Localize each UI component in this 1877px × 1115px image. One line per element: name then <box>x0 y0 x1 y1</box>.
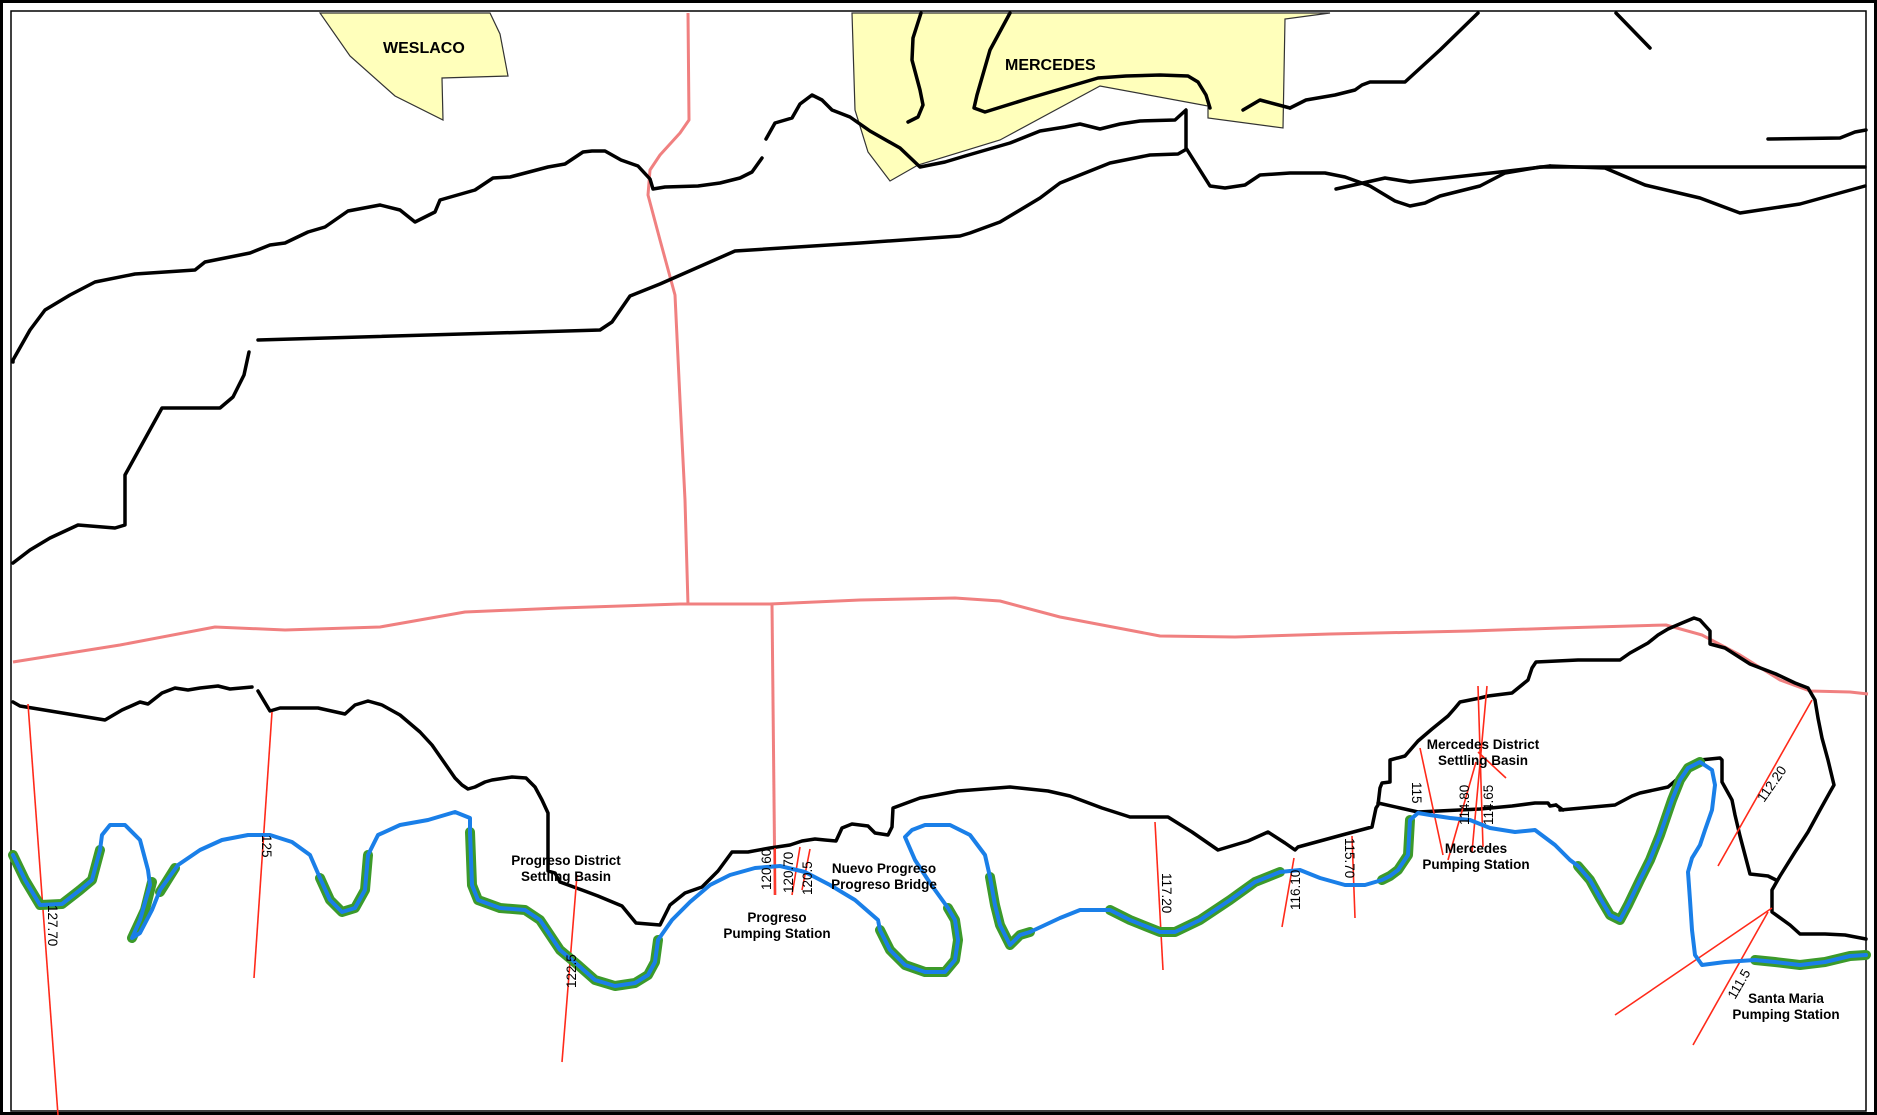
label-mercedes-district-settling-basin-line1: Mercedes District <box>1427 737 1540 752</box>
mercedes-city-area <box>851 12 1331 182</box>
label-mercedes-district-settling-basin-line2: Settling Basin <box>1438 753 1528 768</box>
city-label-weslaco: WESLACO <box>383 40 465 57</box>
map-frame-inner <box>10 10 1867 1112</box>
river-mile-label-120-60: 120.60 <box>759 849 774 890</box>
label-nuevo-progreso-bridge-line2: Progreso Bridge <box>831 877 937 892</box>
city-label-mercedes: MERCEDES <box>1005 57 1096 74</box>
river-mile-label-115: 115 <box>1409 782 1424 804</box>
river-mile-label-117-20: 117.20 <box>1159 873 1174 913</box>
river-mile-label-127-70: 127.70 <box>45 905 60 946</box>
river-mile-label-120-5: 120.5 <box>800 861 815 895</box>
label-mercedes-pumping-station-line1: Mercedes <box>1445 841 1507 856</box>
label-progreso-district-settling-basin-line1: Progreso District <box>511 853 621 868</box>
label-santa-maria-pumping-station-line1: Santa Maria <box>1748 991 1824 1006</box>
weslaco-city-area <box>318 12 509 121</box>
label-progreso-pumping-station-line2: Pumping Station <box>723 926 830 941</box>
river-mile-label-116-10: 116.10 <box>1288 870 1303 910</box>
label-progreso-pumping-station-line1: Progreso <box>747 910 806 925</box>
rio-grande-river <box>8 757 1871 991</box>
river-mile-label-120-70: 120.70 <box>781 852 796 893</box>
river-mile-label-125: 125 <box>259 835 274 858</box>
road-network <box>11 11 1868 941</box>
label-nuevo-progreso-bridge-line1: Nuevo Progreso <box>832 861 936 876</box>
label-santa-maria-pumping-station-line2: Pumping Station <box>1732 1007 1839 1022</box>
river-mile-label-114-65: 114.65 <box>1481 785 1496 825</box>
cross-sections <box>27 685 1813 1115</box>
river-mile-label-122-5: 122.5 <box>564 954 579 988</box>
river-mile-label-114-80: 114.80 <box>1457 785 1472 825</box>
label-mercedes-pumping-station-line2: Pumping Station <box>1422 857 1529 872</box>
river-mile-label-115-70: 115.70 <box>1342 838 1357 878</box>
label-progreso-district-settling-basin-line2: Settling Basin <box>521 869 611 884</box>
river-mile-label-112-20: 112.20 <box>1754 763 1789 805</box>
